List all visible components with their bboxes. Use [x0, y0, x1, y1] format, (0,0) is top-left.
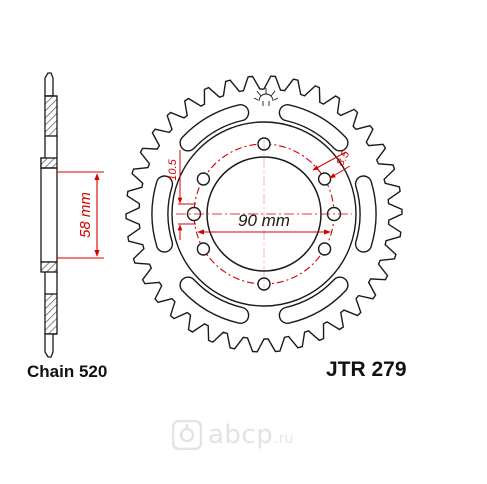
lightening-slot: [179, 276, 250, 324]
lightening-slot: [278, 104, 349, 152]
watermark: abcp .ru: [172, 417, 293, 453]
profile-lower-tooth: [44, 333, 54, 358]
lightening-slot: [179, 104, 250, 152]
lightening-slot: [278, 276, 349, 324]
lightening-slot: [354, 175, 377, 253]
watermark-suffix: .ru: [274, 430, 294, 447]
bolt-hole-label: 10.5: [167, 158, 179, 180]
bolt-hole: [196, 172, 211, 186]
sun-mark-icon: [253, 88, 279, 106]
chain-size-label: Chain 520: [27, 362, 108, 381]
pcd-label: 90 mm: [238, 211, 290, 230]
bore-distance-label: 58 mm: [77, 192, 94, 238]
lightening-slots: [151, 104, 377, 324]
profile-upper-tooth: [44, 72, 54, 97]
profile-upper-hatch: [44, 95, 58, 137]
watermark-text: abcp: [208, 420, 274, 450]
part-number-label: JTR 279: [326, 358, 407, 381]
profile-hub-hatch-top: [40, 157, 58, 169]
profile-hub-hatch-bottom: [40, 261, 58, 273]
bolt-hole: [257, 277, 271, 291]
abcp-logo: [172, 420, 202, 450]
hub-circle: [171, 121, 357, 307]
bolt-hole: [317, 172, 332, 186]
bolt-hole: [196, 242, 211, 256]
profile-lower-hatch: [44, 293, 58, 335]
bore-distance-dimension: 58 mm: [57, 171, 104, 259]
side-profile-view: [40, 72, 58, 358]
sprocket-front-view: 90 mm 10.5 8.5: [125, 75, 403, 353]
bolt-hole: [257, 137, 271, 151]
lightening-slot: [151, 175, 174, 253]
hole-dia-leader: [312, 151, 347, 171]
bolt-holes: [186, 137, 342, 291]
bolt-hole: [317, 242, 332, 256]
